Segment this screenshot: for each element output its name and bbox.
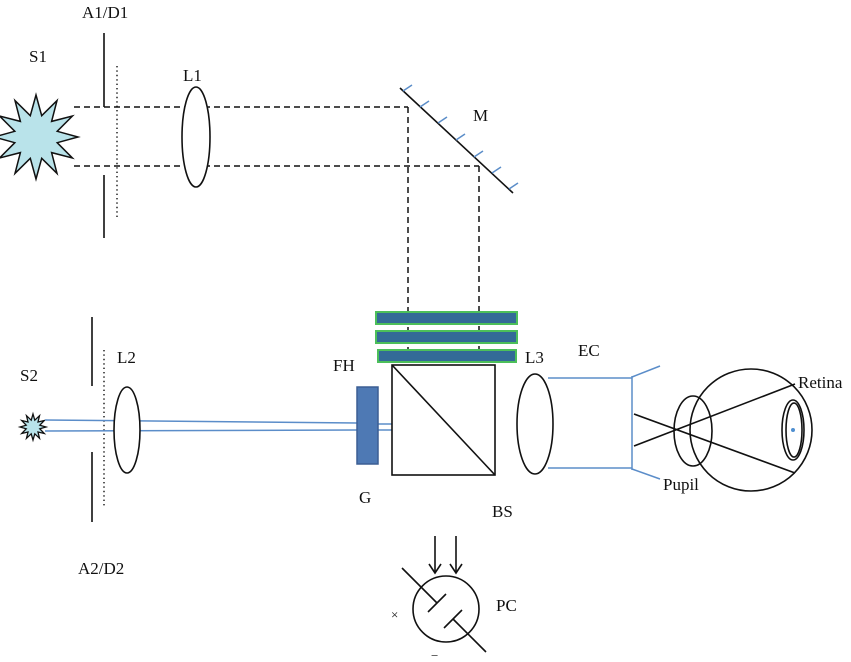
label-pc-bottom-symbol: − bbox=[431, 648, 438, 662]
eyecup-top-flare bbox=[631, 365, 661, 378]
mirror-tick bbox=[402, 84, 413, 92]
filter-1 bbox=[375, 311, 518, 325]
source-s2-starburst bbox=[17, 411, 49, 443]
incoming-light-arrows bbox=[428, 536, 463, 575]
label-l2: L2 bbox=[117, 348, 136, 367]
label-pc: PC bbox=[496, 596, 517, 615]
filter-3 bbox=[377, 349, 517, 363]
label-l1: L1 bbox=[183, 66, 202, 85]
mirror-tick bbox=[419, 100, 430, 108]
eyecup-ec bbox=[548, 365, 661, 480]
label-a1d1: A1/D1 bbox=[82, 3, 128, 22]
label-l3: L3 bbox=[525, 348, 544, 367]
label-fh: FH bbox=[333, 356, 355, 375]
eyeball bbox=[689, 368, 813, 492]
label-s2: S2 bbox=[20, 366, 38, 385]
eyecup-bottom-flare bbox=[631, 468, 661, 480]
mirror-m-hatching bbox=[402, 84, 519, 190]
arrow-right-head bbox=[449, 563, 463, 575]
label-pc-left-symbol: × bbox=[391, 607, 398, 622]
filter-stack bbox=[375, 311, 518, 363]
lens-l2 bbox=[113, 386, 141, 474]
label-g: G bbox=[359, 488, 371, 507]
lens-l3 bbox=[516, 373, 554, 475]
filter-2 bbox=[375, 330, 518, 344]
label-pupil: Pupil bbox=[663, 475, 699, 494]
lens-l1 bbox=[181, 86, 211, 188]
eye-ray-upper bbox=[633, 413, 796, 474]
photocell-lead-lower bbox=[452, 618, 487, 653]
arrow-left-head bbox=[428, 563, 442, 575]
beam-splitter-bs bbox=[391, 364, 496, 476]
retina-outer bbox=[781, 399, 805, 461]
photocell-plate-1 bbox=[427, 593, 447, 613]
photocell-pc bbox=[412, 575, 480, 643]
label-s1: S1 bbox=[29, 47, 47, 66]
label-a2d2: A2/D2 bbox=[78, 559, 124, 578]
source-s1-starburst bbox=[0, 92, 81, 182]
beam2-bottom-ray bbox=[44, 429, 358, 432]
mirror-tick bbox=[437, 116, 448, 124]
grating-g bbox=[356, 386, 379, 465]
mirror-tick bbox=[473, 150, 484, 158]
beam2 bbox=[44, 419, 392, 432]
beam2-top-ray bbox=[44, 419, 358, 424]
retina-spot bbox=[791, 428, 795, 432]
retina-inner bbox=[785, 402, 803, 458]
mirror-tick bbox=[508, 182, 519, 190]
mirror-tick bbox=[491, 166, 502, 174]
label-bs: BS bbox=[492, 502, 513, 521]
label-m: M bbox=[473, 106, 488, 125]
mirror-tick bbox=[455, 133, 466, 141]
eye-ray-lower bbox=[633, 383, 796, 447]
label-ec: EC bbox=[578, 341, 600, 360]
photocell-lead-upper bbox=[401, 567, 438, 604]
beam-splitter-diagonal bbox=[391, 364, 496, 476]
label-retina: Retina bbox=[798, 373, 843, 392]
